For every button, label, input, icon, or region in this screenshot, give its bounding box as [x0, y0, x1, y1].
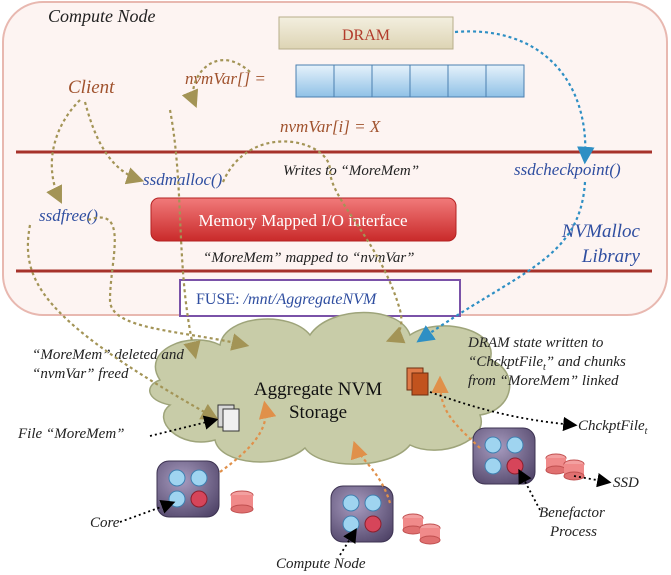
benefactor-label-2: Process	[549, 524, 597, 540]
center-node-disks	[402, 513, 441, 545]
mapped-label: “MoreMem” mapped to “nvmVar”	[203, 250, 415, 266]
deleted-note-1: “MoreMem” deleted and	[32, 347, 184, 363]
fuse-box	[179, 279, 461, 317]
ssdfree-call: ssdfree()	[39, 206, 98, 225]
label-arrows	[119, 391, 612, 556]
ssd-label: SSD	[613, 475, 639, 491]
ssdcheckpoint-call: ssdcheckpoint()	[514, 160, 621, 179]
dram-label: DRAM	[342, 27, 390, 44]
fuse-label: FUSE: /mnt/AggregateNVM	[196, 291, 378, 308]
dram-state-note-3: from “MoreMem” linked	[468, 373, 619, 389]
benefactor-label-1: Benefactor	[539, 505, 605, 521]
client-arrows	[26, 59, 406, 421]
nvmvar-assign: nvmVar[i] = X	[280, 117, 381, 136]
writes-label: Writes to “MoreMem”	[283, 163, 419, 179]
compute-node-title: Compute Node	[48, 6, 156, 26]
nvmvar-array	[295, 64, 525, 98]
core-label: Core	[90, 515, 120, 531]
dram-state-note-1: DRAM state written to	[467, 335, 604, 351]
nvmvar-label: nvmVar[] =	[185, 69, 266, 88]
chckptfile-label: ChckptFilet	[578, 418, 648, 437]
right-node-chip	[472, 427, 536, 485]
center-node-chip	[330, 485, 394, 543]
compute-node-bottom-label: Compute Node	[276, 556, 366, 572]
mmio-label: Memory Mapped I/O interface	[198, 211, 407, 230]
left-node-chip	[156, 460, 220, 518]
library-label-2: Library	[581, 246, 641, 267]
cloud-label-2: Storage	[289, 402, 347, 423]
client-label: Client	[68, 77, 115, 98]
benefactor-arrows	[219, 375, 481, 504]
right-node-disks	[545, 453, 585, 481]
ssdmalloc-call: ssdmalloc()	[143, 170, 223, 189]
dram-state-note-2: “ChckptFilet” and chunks	[468, 354, 626, 373]
library-label-1: NVMalloc	[561, 221, 641, 242]
deleted-note-2: “nvmVar” freed	[32, 366, 129, 382]
cloud-label-1: Aggregate NVM	[254, 379, 382, 400]
moremem-file-icon	[217, 404, 240, 432]
left-node-disk	[230, 490, 254, 514]
active-core	[190, 490, 208, 508]
dram-box	[278, 16, 454, 50]
checkpoint-arrows	[416, 30, 595, 343]
file-moremem-label: File “MoreMem”	[17, 426, 125, 442]
chckpt-file-icon	[406, 367, 429, 396]
mmio-box	[150, 197, 457, 242]
